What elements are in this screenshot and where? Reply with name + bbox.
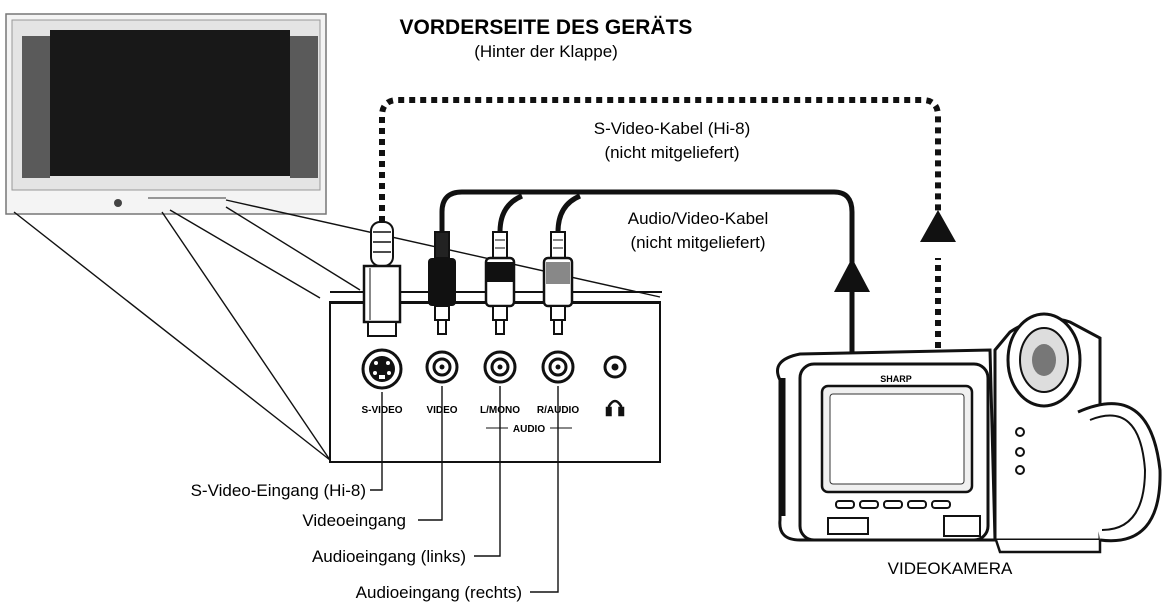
svideo-cable [379,97,941,238]
page-subtitle: (Hinter der Klappe) [474,42,618,61]
tv-screen [50,30,290,176]
av-arrow-icon [834,258,870,292]
callout-audio-left: Audioeingang (links) [312,547,466,566]
svideo-cable-label: S-Video-Kabel (Hi-8) [594,119,751,138]
av-cable-note: (nicht mitgeliefert) [630,233,765,252]
svideo-port [361,348,403,390]
svideo-arrow-icon [920,210,956,242]
page-title: VORDERSEITE DES GERÄTS [400,16,693,39]
headphone-icon [605,399,625,417]
camcorder-brand: SHARP [880,374,912,384]
tv-power-button [114,199,122,207]
audio-left-plug [484,231,516,335]
callout-leaders [370,386,559,593]
svideo-cable-note: (nicht mitgeliefert) [604,143,739,162]
callout-svideo-input: S-Video-Eingang (Hi-8) [191,481,366,500]
av-cable-label: Audio/Video-Kabel [628,209,769,228]
audio-left-port [483,350,517,384]
callout-video-input: Videoeingang [302,511,406,530]
camcorder-label: VIDEOKAMERA [888,559,1013,578]
tv-set [5,13,327,215]
av-cable [439,189,855,355]
camcorder: SHARP [776,312,1162,554]
headphone-jack [603,355,627,379]
video-plug [428,231,456,335]
video-port [425,350,459,384]
audio-right-plug [542,231,574,335]
audio-group-label: AUDIO [513,424,545,435]
svideo-plug [362,221,402,337]
audio-right-port [541,350,575,384]
callout-audio-right: Audioeingang (rechts) [356,583,522,602]
